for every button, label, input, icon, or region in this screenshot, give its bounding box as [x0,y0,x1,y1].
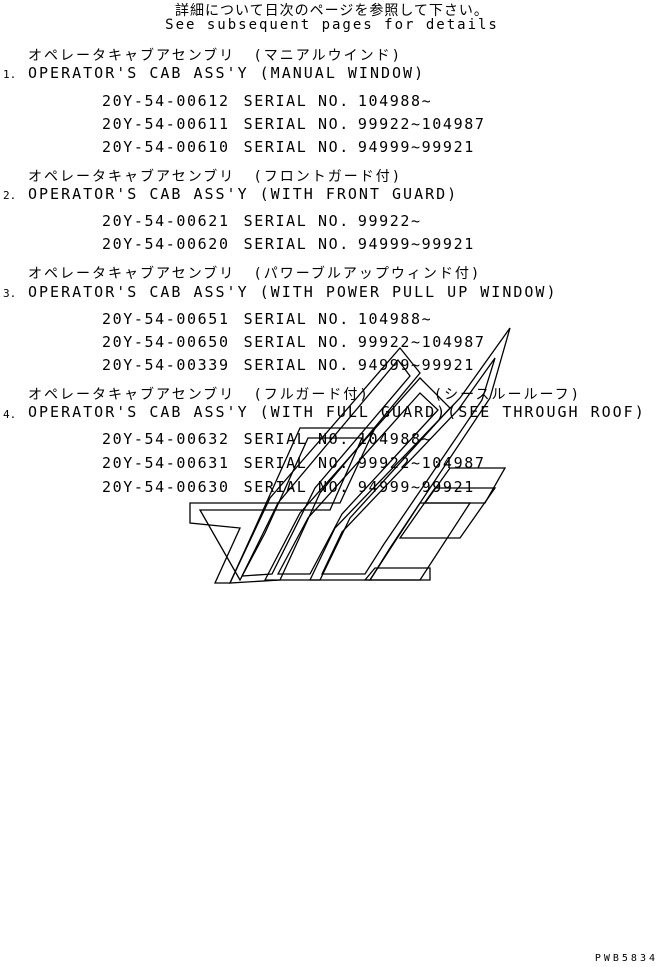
serial-label: SERIAL NO. [243,430,350,448]
item-1-number: 1. [3,68,17,81]
part-number: 20Y-54-00610 [102,138,230,156]
part-number: 20Y-54-00630 [102,478,230,496]
part-row: 20Y-54-00650 SERIAL NO. 99922~104987 [102,333,485,351]
part-number: 20Y-54-00631 [102,454,230,472]
serial-label: SERIAL NO. [243,478,350,496]
item-4-number: 4. [3,408,17,421]
serial-label: SERIAL NO. [243,138,350,156]
item-4-jp-name: オペレータキャブアセンブリ [28,387,236,403]
serial-label: SERIAL NO. [243,212,350,230]
part-row: 20Y-54-00651 SERIAL NO. 104988~ [102,310,432,328]
part-number: 20Y-54-00651 [102,310,230,328]
part-row: 20Y-54-00630 SERIAL NO. 94999~99921 [102,478,475,496]
serial-label: SERIAL NO. [243,356,350,374]
serial-range: 94999~99921 [357,138,475,156]
item-3-jp-title: オペレータキャブアセンブリ (パワーブルアップウィンド付) [28,263,481,283]
item-2-jp-title: オペレータキャブアセンブリ (フロントガード付) [28,166,402,186]
item-3-jp-name: オペレータキャブアセンブリ [28,266,236,282]
item-4-jp-title: オペレータキャブアセンブリ (フルガード付) (シースルールーフ) [28,384,581,404]
item-1-en-title: OPERATOR'S CAB ASS'Y (MANUAL WINDOW) [28,64,426,82]
part-number: 20Y-54-00612 [102,92,230,110]
serial-label: SERIAL NO. [243,115,350,133]
item-2-jp-paren: (フロントガード付) [253,169,403,185]
item-4-en-title: OPERATOR'S CAB ASS'Y (WITH FULL GUARD)(S… [28,403,646,421]
document-code: PWB5834 [594,953,658,964]
part-row: 20Y-54-00620 SERIAL NO. 94999~99921 [102,235,475,253]
item-1-jp-paren: (マニアルウインド) [253,48,403,64]
serial-range: 94999~99921 [357,235,475,253]
part-number: 20Y-54-00611 [102,115,230,133]
header-japanese: 詳細について日次のページを参照して下さい。 [175,3,489,19]
serial-range: 104988~ [357,430,433,448]
part-number: 20Y-54-00620 [102,235,230,253]
watermark-logo-icon [189,327,511,584]
part-number: 20Y-54-00621 [102,212,230,230]
part-row: 20Y-54-00632 SERIAL NO. 104988~ [102,430,432,448]
item-4-jp-extra: (シースルールーフ) [433,387,582,403]
serial-range: 99922~ [357,212,422,230]
serial-range: 94999~99921 [357,478,475,496]
serial-label: SERIAL NO. [243,235,350,253]
serial-range: 104988~ [357,310,433,328]
serial-label: SERIAL NO. [243,454,350,472]
serial-range: 99922~104987 [357,333,486,351]
item-2-en-title: OPERATOR'S CAB ASS'Y (WITH FRONT GUARD) [28,185,459,203]
part-row: 20Y-54-00611 SERIAL NO. 99922~104987 [102,115,485,133]
part-row: 20Y-54-00621 SERIAL NO. 99922~ [102,212,422,230]
item-3-number: 3. [3,287,17,300]
item-2-jp-name: オペレータキャブアセンブリ [28,169,236,185]
part-row: 20Y-54-00612 SERIAL NO. 104988~ [102,92,432,110]
item-3-jp-paren: (パワーブルアップウィンド付) [253,266,482,282]
part-row: 20Y-54-00610 SERIAL NO. 94999~99921 [102,138,475,156]
serial-range: 104988~ [357,92,433,110]
serial-label: SERIAL NO. [243,92,350,110]
serial-label: SERIAL NO. [243,333,350,351]
serial-range: 99922~104987 [357,115,486,133]
item-4-jp-paren: (フルガード付) [253,387,370,403]
part-number: 20Y-54-00632 [102,430,230,448]
part-row: 20Y-54-00339 SERIAL NO. 94999~99921 [102,356,475,374]
item-1-jp-title: オペレータキャブアセンブリ (マニアルウインド) [28,45,402,65]
part-number: 20Y-54-00339 [102,356,230,374]
header-english: See subsequent pages for details [165,17,499,33]
item-1-jp-name: オペレータキャブアセンブリ [28,48,236,64]
part-number: 20Y-54-00650 [102,333,230,351]
serial-range: 94999~99921 [357,356,475,374]
item-2-number: 2. [3,189,17,202]
item-3-en-title: OPERATOR'S CAB ASS'Y (WITH POWER PULL UP… [28,283,558,301]
serial-label: SERIAL NO. [243,310,350,328]
